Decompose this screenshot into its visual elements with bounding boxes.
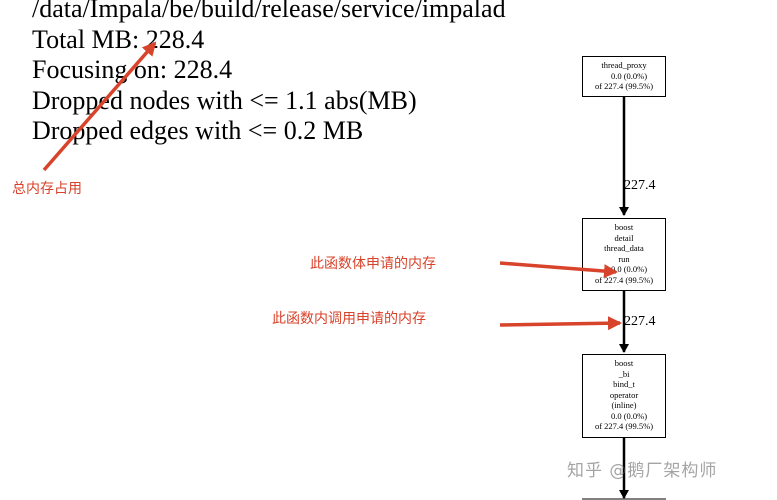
node-thread-data-run: boost detail thread_data run 0.0 (0.0%) … xyxy=(582,218,666,291)
node-line: (inline) xyxy=(611,400,637,410)
node-line: 0.0 (0.0%) xyxy=(610,264,648,274)
annotation-self-alloc: 此函数体申请的内存 xyxy=(310,256,436,272)
arrow-to-callee-alloc xyxy=(499,316,622,331)
node-line: _bi xyxy=(618,368,630,379)
node-line: 0.0 (0.0%) xyxy=(610,410,648,421)
node-line: detail xyxy=(614,232,634,243)
arrow-to-self-alloc xyxy=(499,261,618,279)
node-line: thread_data xyxy=(604,243,644,253)
node-line: of 227.4 (99.5%) xyxy=(594,81,654,91)
node-line: boost xyxy=(614,222,634,232)
edge-label: 227.4 xyxy=(624,314,656,329)
node-line: operator xyxy=(609,389,639,400)
annotation-total-memory: 总内存占用 xyxy=(12,181,82,197)
node-thread-proxy: thread_proxy 0.0 (0.0%) of 227.4 (99.5%) xyxy=(582,56,666,97)
edge-label: 227.4 xyxy=(624,178,656,193)
node-line: of 227.4 (99.5%) xyxy=(594,421,654,431)
node-bind-t-operator: boost _bi bind_t operator (inline) 0.0 (… xyxy=(582,354,666,438)
profile-header: /data/Impala/be/build/release/service/im… xyxy=(32,0,506,147)
node-line: 0.0 (0.0%) xyxy=(610,70,648,81)
node-line: thread_proxy xyxy=(601,60,647,70)
annotation-callee-alloc: 此函数内调用申请的内存 xyxy=(272,311,426,327)
binary-path: /data/Impala/be/build/release/service/im… xyxy=(32,0,506,23)
node-line: bind_t xyxy=(613,379,635,389)
total-mb: Total MB: 228.4 xyxy=(32,24,205,54)
node-line: run xyxy=(618,253,630,264)
node-line: of 227.4 (99.5%) xyxy=(594,274,654,285)
node-line: boost xyxy=(614,358,634,368)
watermark: 知乎 @鹅厂架构师 xyxy=(567,461,718,481)
arrow-to-total xyxy=(42,41,157,172)
